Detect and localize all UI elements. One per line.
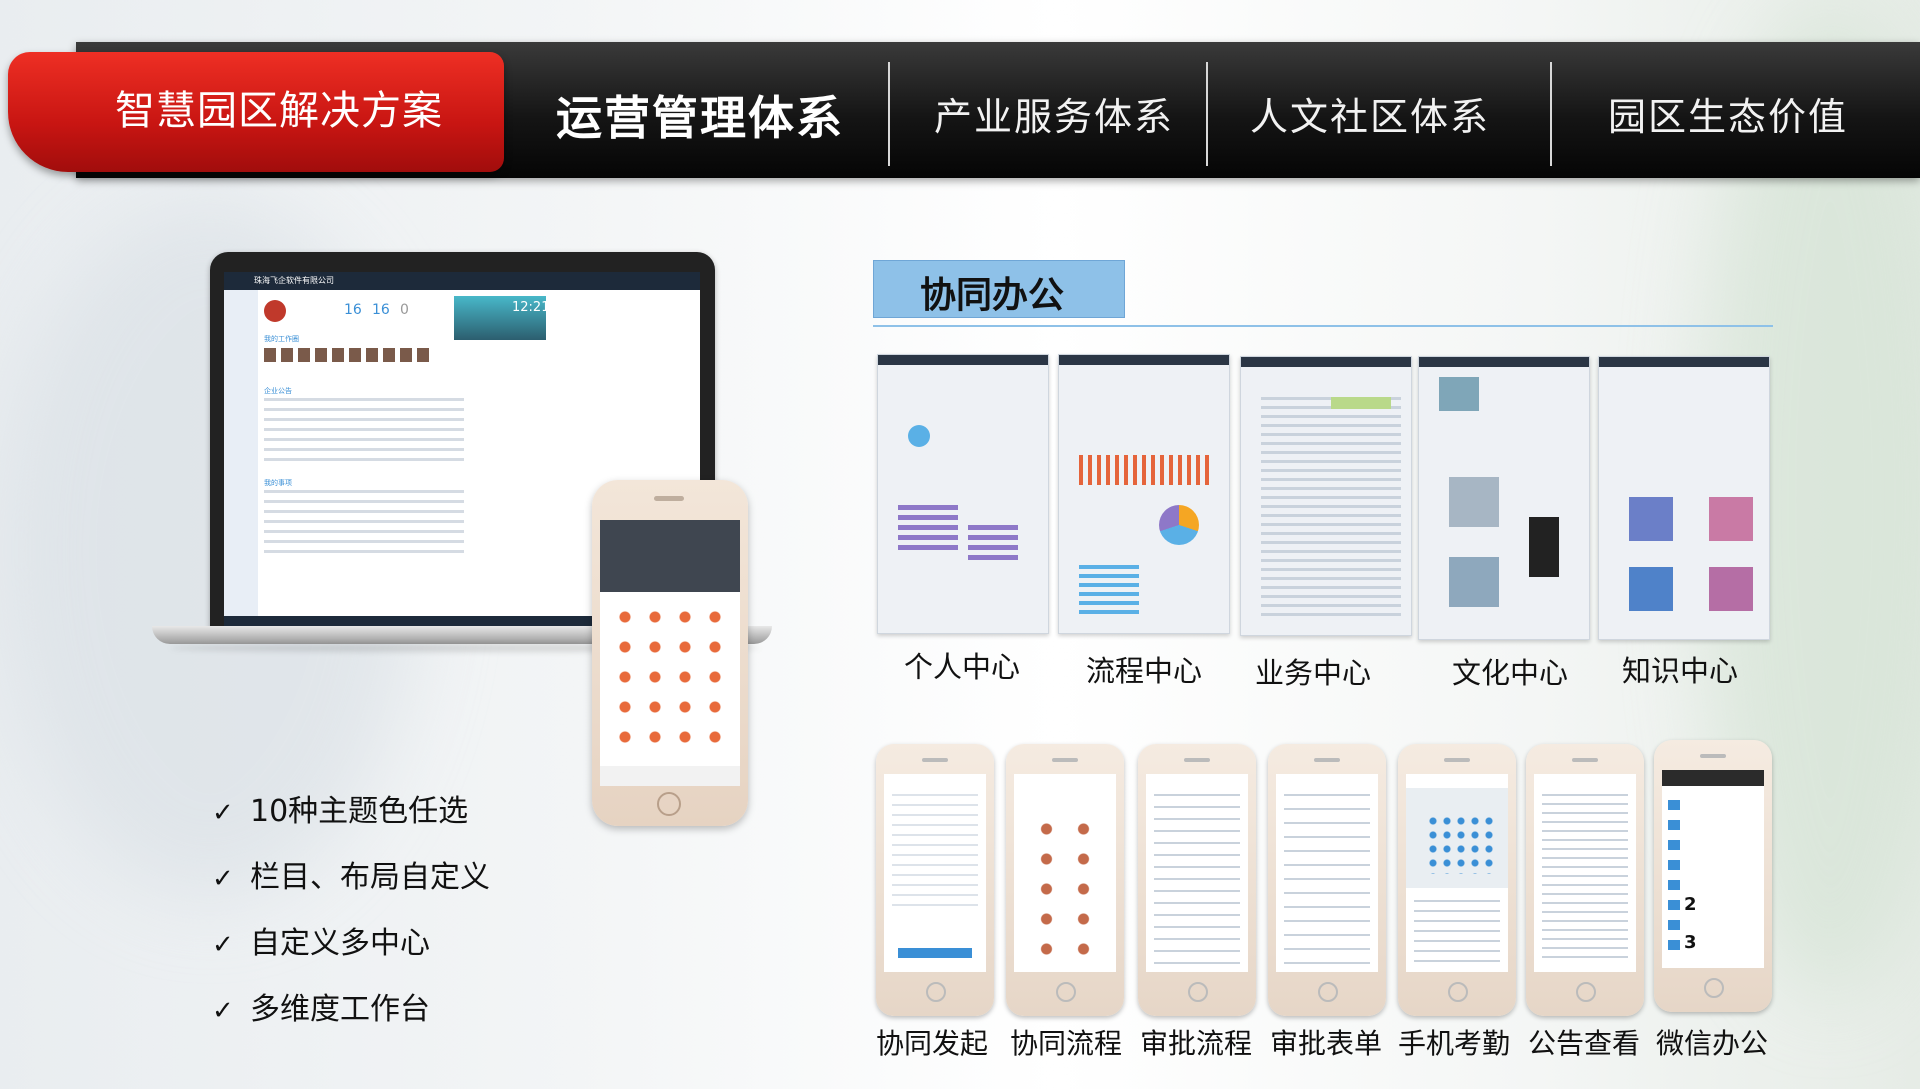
mobile-app-label: 公告查看 xyxy=(1528,1027,1641,1060)
feature-item: ✓多维度工作台 xyxy=(212,992,430,1027)
task-list xyxy=(264,490,464,560)
wechat-badge: 2 xyxy=(1684,894,1697,915)
brand-tab[interactable] xyxy=(8,52,504,172)
notice-list xyxy=(264,398,464,468)
phone-screen xyxy=(600,520,740,786)
mobile-screenshot-approval-flow[interactable] xyxy=(1138,744,1256,1016)
mobile-app-label: 手机考勤 xyxy=(1398,1027,1511,1060)
check-icon: ✓ xyxy=(212,996,234,1026)
mobile-app-label: 审批表单 xyxy=(1270,1027,1383,1060)
center-screenshot-process[interactable] xyxy=(1058,354,1230,634)
mobile-screenshot-flow[interactable] xyxy=(1006,744,1124,1016)
center-label: 知识中心 xyxy=(1622,654,1739,688)
avatar xyxy=(264,300,286,322)
feature-item: ✓栏目、布局自定义 xyxy=(212,860,490,895)
center-label: 文化中心 xyxy=(1452,656,1569,690)
stat-value: 0 xyxy=(400,302,409,318)
task-title: 我的事项 xyxy=(264,479,292,487)
tab-community[interactable]: 人文社区体系 xyxy=(1250,95,1491,139)
phone-header xyxy=(600,520,740,592)
center-screenshot-knowledge[interactable] xyxy=(1598,356,1770,640)
stat-value: 16 xyxy=(372,302,390,318)
clock-text: 12:21 xyxy=(512,300,550,315)
phone-home-button xyxy=(657,792,681,816)
section-title: 协同办公 xyxy=(920,275,1065,316)
laptop-app-header xyxy=(224,272,700,290)
mobile-app-label: 审批流程 xyxy=(1140,1027,1253,1060)
check-icon: ✓ xyxy=(212,798,234,828)
laptop-sidebar xyxy=(224,290,258,632)
workcircle-label: 我的工作圈 xyxy=(264,335,299,343)
tab-operations[interactable]: 运营管理体系 xyxy=(556,91,844,145)
brand-title: 智慧园区解决方案 xyxy=(115,88,443,134)
tab-ecosystem-value[interactable]: 园区生态价值 xyxy=(1608,95,1849,139)
mobile-screenshot-initiate[interactable] xyxy=(876,744,994,1016)
clock-widget xyxy=(454,296,546,340)
center-screenshot-business[interactable] xyxy=(1240,356,1412,636)
mobile-app-label: 协同发起 xyxy=(876,1027,989,1060)
tab-industry-services[interactable]: 产业服务体系 xyxy=(934,95,1175,139)
mobile-screenshot-notice[interactable] xyxy=(1526,744,1644,1016)
mobile-screenshot-approval-form[interactable] xyxy=(1268,744,1386,1016)
nav-divider xyxy=(888,62,890,166)
laptop-shadow xyxy=(170,644,760,652)
mobile-app-label: 微信办公 xyxy=(1656,1027,1769,1060)
check-icon: ✓ xyxy=(212,864,234,894)
nav-divider xyxy=(1206,62,1208,166)
laptop-screen: 珠海飞企软件有限公司 16 16 0 12:21 我的工作圈 企业公告 我的事项 xyxy=(224,272,700,632)
laptop-company-name: 珠海飞企软件有限公司 xyxy=(254,276,334,285)
nav-divider xyxy=(1550,62,1552,166)
feature-item: ✓自定义多中心 xyxy=(212,926,430,961)
check-icon: ✓ xyxy=(212,930,234,960)
feature-item: ✓10种主题色任选 xyxy=(212,794,469,829)
mobile-app-label: 协同流程 xyxy=(1010,1027,1123,1060)
wechat-badge: 3 xyxy=(1684,932,1697,953)
notice-title: 企业公告 xyxy=(264,387,292,395)
center-screenshot-culture[interactable] xyxy=(1418,356,1590,640)
center-screenshot-personal[interactable] xyxy=(877,354,1049,634)
section-underline xyxy=(873,325,1773,327)
phone-icon-grid xyxy=(610,602,730,752)
center-label: 业务中心 xyxy=(1255,656,1372,690)
phone-tabbar xyxy=(600,766,740,786)
center-label: 流程中心 xyxy=(1086,654,1203,688)
center-label: 个人中心 xyxy=(904,650,1021,684)
stat-value: 16 xyxy=(344,302,362,318)
mobile-screenshot-attendance[interactable] xyxy=(1398,744,1516,1016)
section-header-bg xyxy=(873,260,1125,318)
phone-speaker xyxy=(654,496,684,501)
mobile-screenshot-wechat[interactable]: 2 3 xyxy=(1654,740,1772,1012)
avatar-row xyxy=(264,348,434,362)
